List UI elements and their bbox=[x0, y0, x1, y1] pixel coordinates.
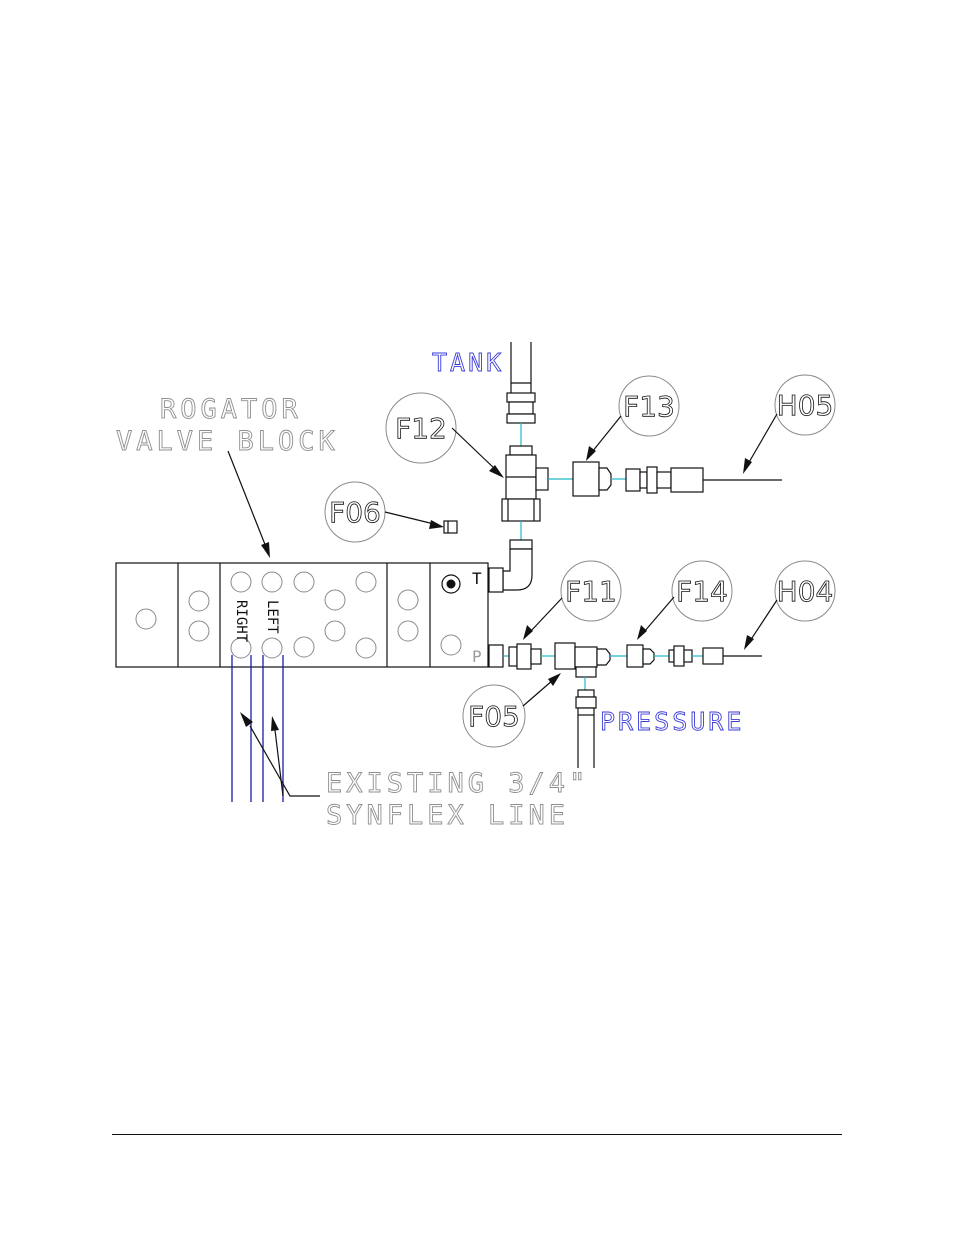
synflex-hoses bbox=[232, 655, 320, 802]
svg-text:F14: F14 bbox=[676, 575, 728, 608]
svg-text:F05: F05 bbox=[468, 700, 520, 733]
footer-rule bbox=[112, 1134, 842, 1135]
svg-text:H04: H04 bbox=[777, 575, 834, 608]
svg-text:EXISTING 3/4": EXISTING 3/4" bbox=[326, 768, 589, 799]
callout-f12: F12 bbox=[386, 393, 504, 478]
synflex-label: EXISTING 3/4" SYNFLEX LINE bbox=[326, 768, 589, 831]
svg-text:ROGATOR: ROGATOR bbox=[160, 394, 302, 425]
svg-text:F13: F13 bbox=[623, 390, 675, 423]
tank-label: TANK bbox=[432, 348, 504, 377]
pressure-port-label: P bbox=[472, 647, 482, 666]
pressure-label: PRESSURE bbox=[600, 707, 744, 736]
callout-f13: F13 bbox=[586, 376, 679, 461]
callout-f11: F11 bbox=[523, 561, 621, 640]
callout-f14: F14 bbox=[637, 561, 732, 640]
svg-text:VALVE BLOCK: VALVE BLOCK bbox=[116, 426, 339, 457]
valve-block: RIGHT LEFT T P bbox=[116, 563, 488, 667]
pressure-branch bbox=[489, 643, 762, 768]
left-port-label: LEFT bbox=[264, 600, 280, 634]
tank-port-label: T bbox=[472, 569, 482, 588]
callout-f05: F05 bbox=[463, 673, 561, 747]
svg-text:SYNFLEX LINE: SYNFLEX LINE bbox=[326, 800, 569, 831]
valve-block-label: ROGATOR VALVE BLOCK bbox=[116, 394, 339, 558]
svg-text:F06: F06 bbox=[329, 496, 381, 529]
svg-text:F11: F11 bbox=[565, 575, 617, 608]
callout-f06: F06 bbox=[325, 482, 444, 542]
f06-plug bbox=[444, 521, 457, 533]
callout-h04: H04 bbox=[744, 561, 835, 650]
svg-text:H05: H05 bbox=[777, 389, 834, 422]
callout-h05: H05 bbox=[743, 375, 835, 474]
right-port-label: RIGHT bbox=[233, 600, 249, 643]
svg-text:F12: F12 bbox=[395, 412, 447, 445]
